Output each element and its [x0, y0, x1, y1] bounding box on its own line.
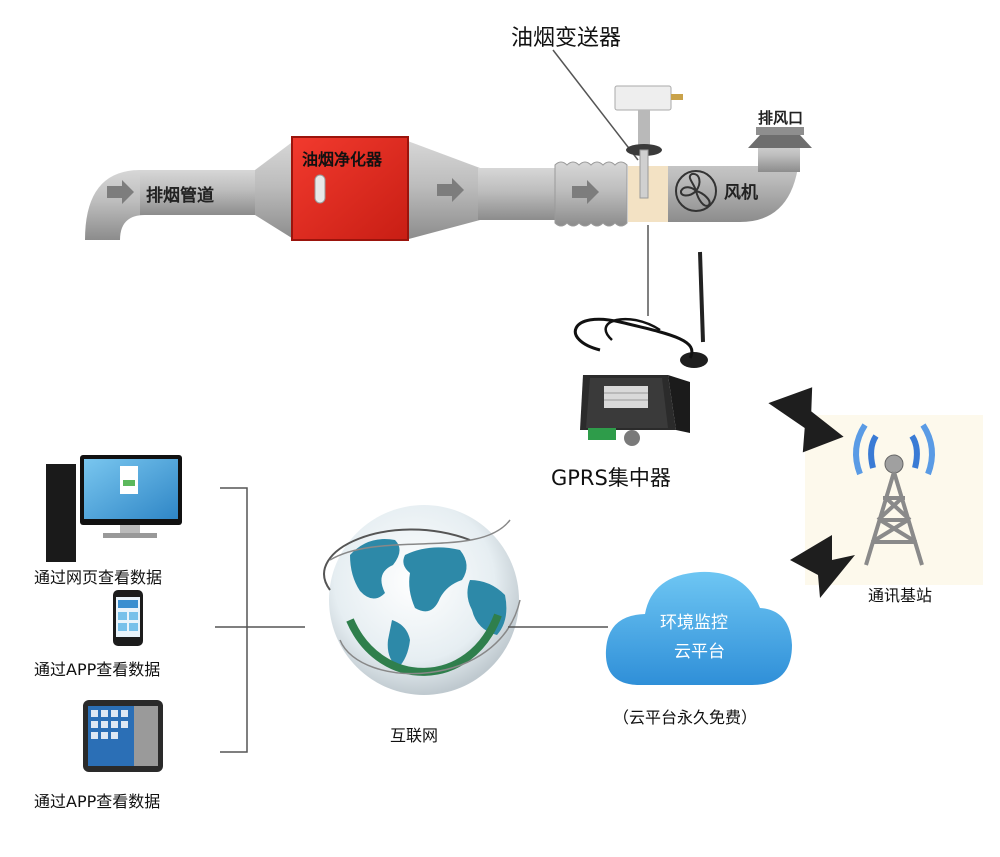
outlet-label: 排风口 [758, 109, 804, 127]
wireless-signal-bolts [768, 387, 855, 598]
gprs-label: GPRS集中器 [551, 466, 671, 490]
view-app-tablet-label: 通过APP查看数据 [34, 792, 161, 811]
purifier-label: 油烟净化器 [302, 150, 383, 169]
free-note: （云平台永久免费） [613, 708, 758, 727]
cloud-label-line2: 云平台 [674, 642, 725, 662]
network-links [215, 487, 608, 753]
smartphone-icon [113, 590, 143, 646]
purifier-unit [291, 136, 409, 241]
view-app-phone-label: 通过APP查看数据 [34, 660, 161, 679]
globe-icon [323, 505, 521, 695]
cloud-icon [605, 571, 792, 685]
fan-icon [675, 170, 717, 212]
base-station-label: 通讯基站 [868, 586, 933, 605]
gprs-device-icon [573, 251, 708, 446]
tablet-icon [83, 700, 163, 772]
exhaust-pipe [85, 140, 800, 240]
fan-label: 风机 [724, 183, 758, 203]
view-web-label: 通过网页查看数据 [34, 568, 163, 587]
sensor-label: 油烟变送器 [511, 26, 622, 51]
outlet-cap [748, 127, 812, 148]
sensor-device-icon [552, 49, 683, 199]
exhaust-pipe-label: 排烟管道 [146, 186, 214, 206]
flow-arrows [107, 178, 599, 204]
cell-tower-icon [805, 415, 983, 585]
cloud-label-line1: 环境监控 [660, 613, 728, 633]
internet-label: 互联网 [390, 726, 439, 745]
desktop-computer-icon [46, 455, 182, 562]
